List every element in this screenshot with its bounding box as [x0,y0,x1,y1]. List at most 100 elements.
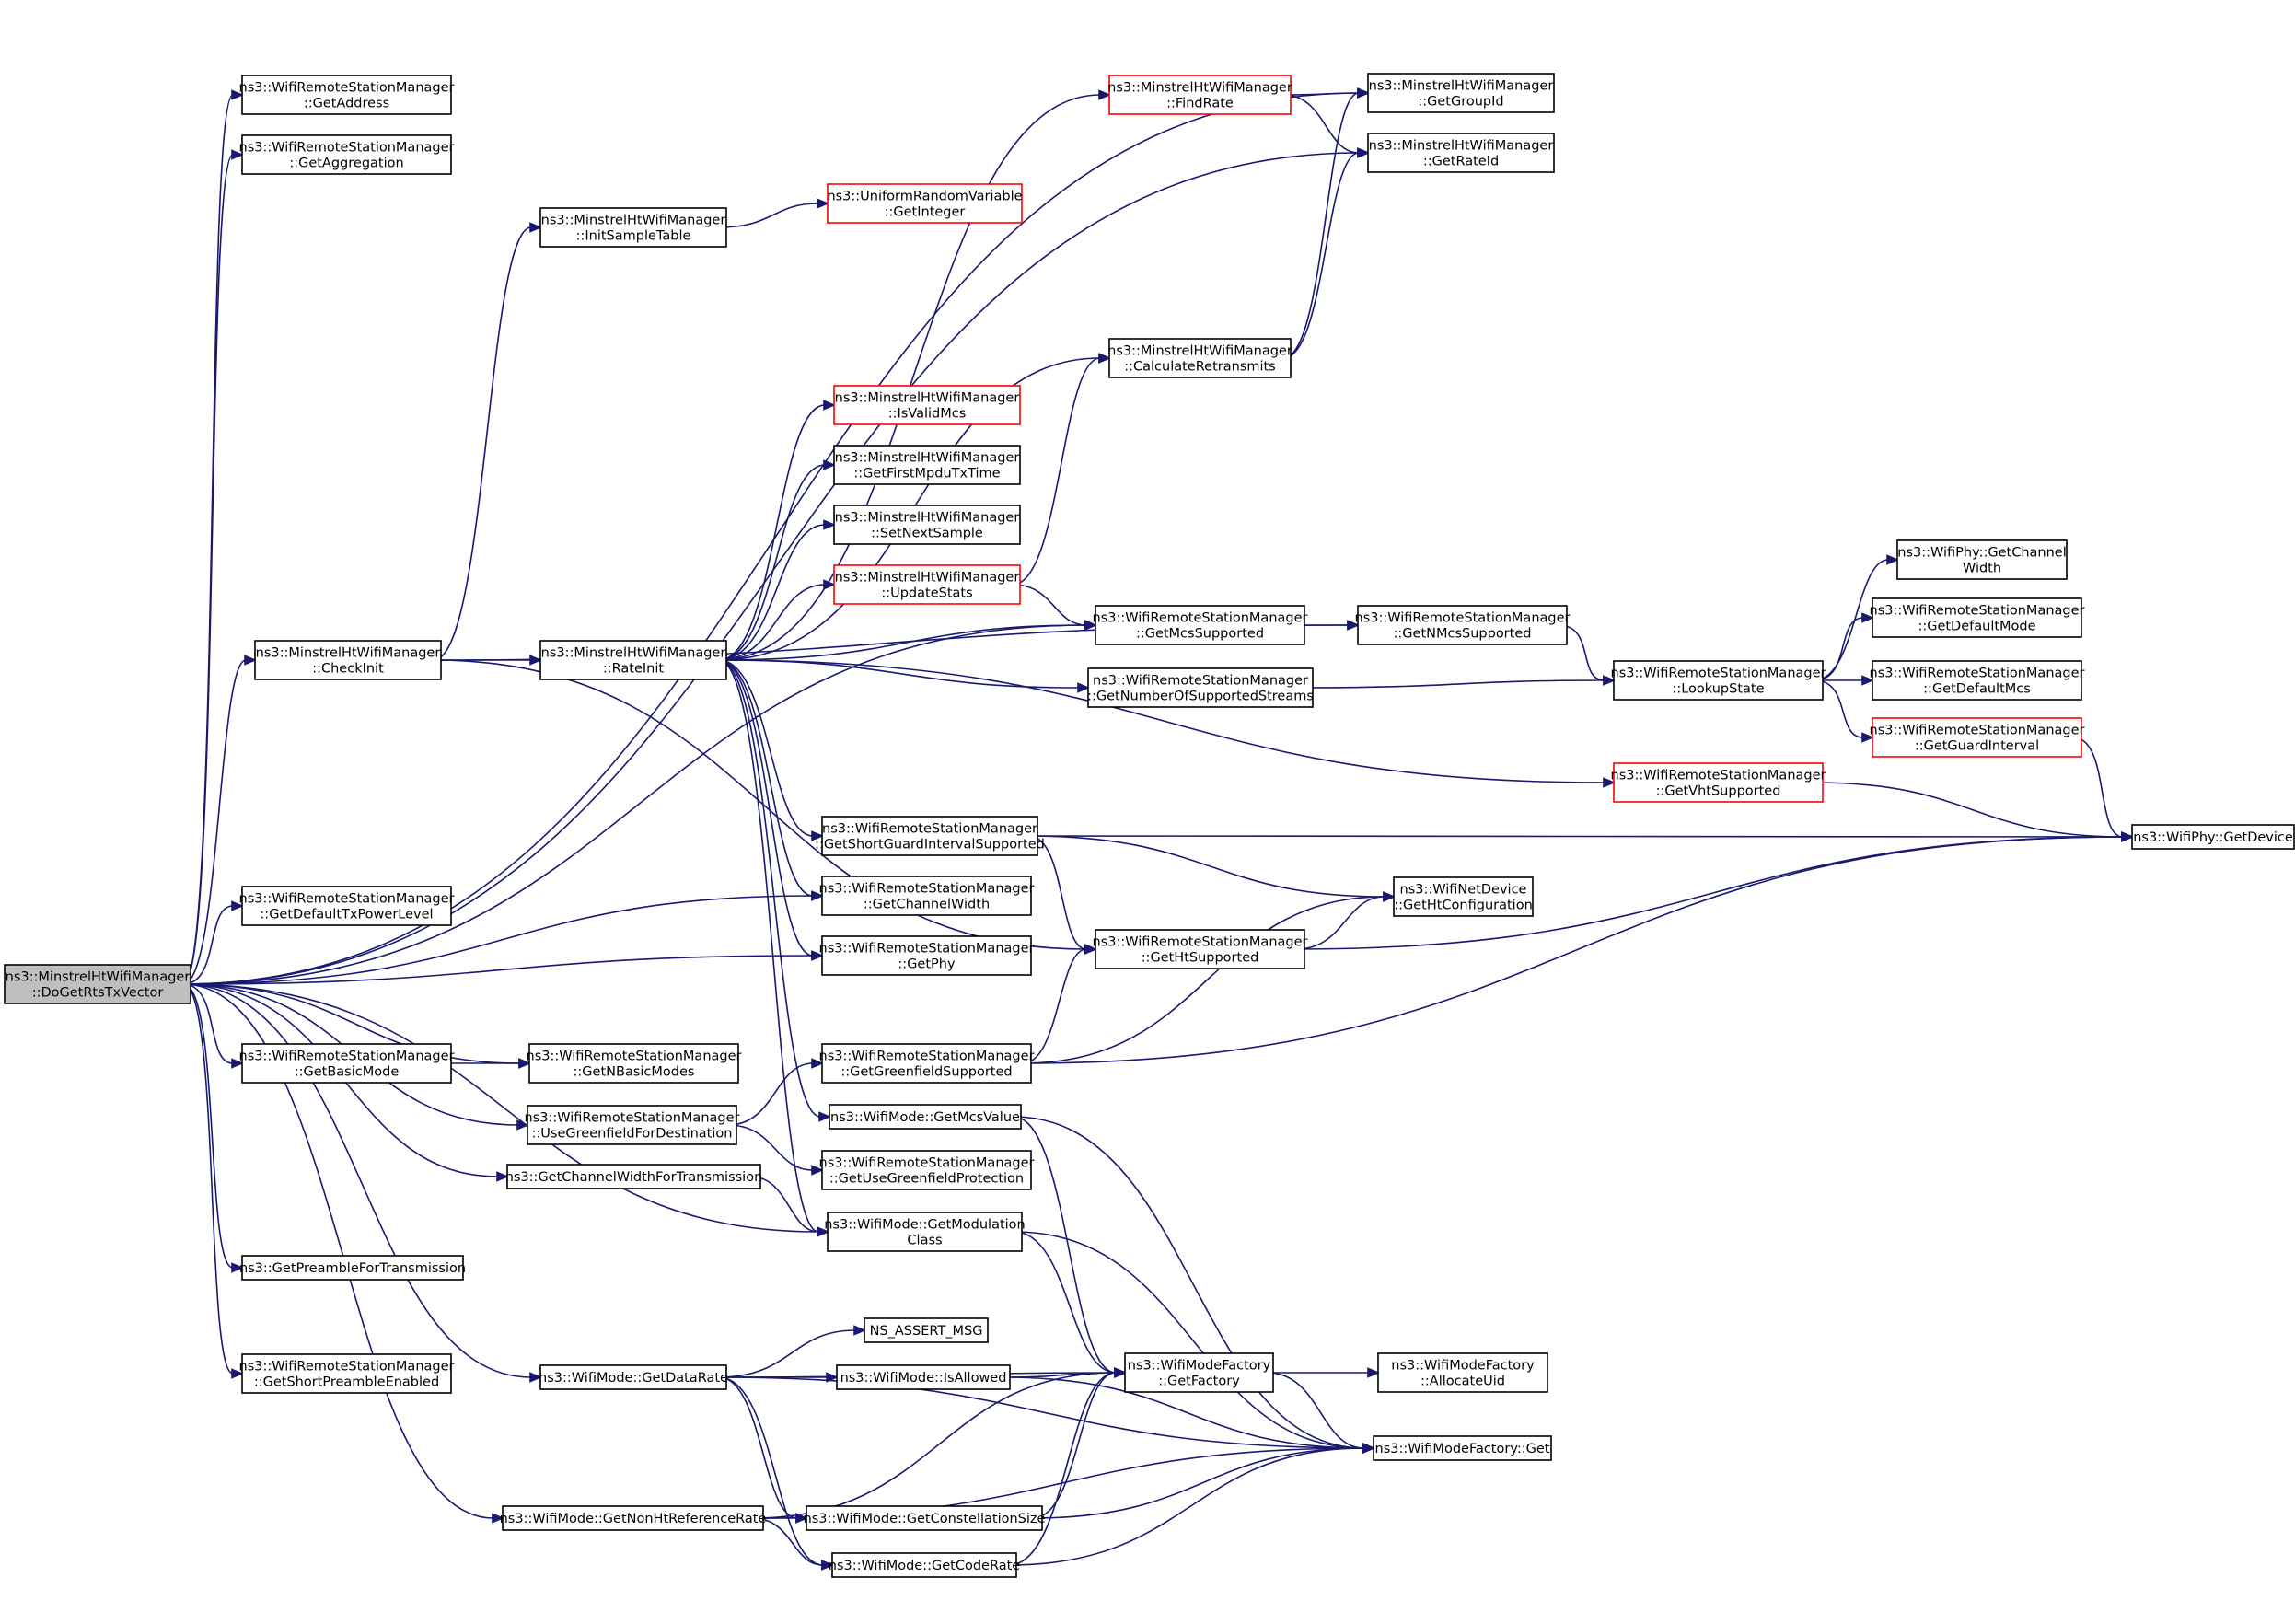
node-box [821,1043,1032,1084]
node-label: ns3::WifiRemoteStationManager [239,81,455,96]
call-edge-initsampletable-to-getinteger [718,198,830,228]
node-allocateuid[interactable]: ns3::WifiModeFactory::AllocateUid [1377,1352,1548,1393]
node-getbasicmode[interactable]: ns3::WifiRemoteStationManager::GetBasicM… [239,1043,455,1084]
node-box [1108,75,1292,115]
node-getchannelwidth[interactable]: ns3::WifiRemoteStationManager::GetChanne… [819,876,1035,916]
node-label: ns3::GetPreambleForTransmission [239,1261,466,1276]
node-getcoderate[interactable]: ns3::WifiMode::GetCodeRate [829,1552,1020,1578]
node-updatestats[interactable]: ns3::MinstrelHtWifiManager::UpdateStats [833,564,1021,605]
call-edge-getchwidthfortx-to-getmodclass [749,1176,830,1237]
node-label: ::GetAddress [304,97,389,111]
call-edge-usegreenfield-to-getgreenfieldsupp [727,1058,825,1126]
node-lookupstate[interactable]: ns3::WifiRemoteStationManager::LookupSta… [1611,660,1826,701]
node-phygetdevice[interactable]: ns3::WifiPhy::GetDevice [2131,824,2295,850]
node-label: ns3::MinstrelHtWifiManager [1107,81,1292,96]
node-label: Class [907,1234,942,1248]
node-getfirstmpdu[interactable]: ns3::MinstrelHtWifiManager::GetFirstMpdu… [833,445,1021,485]
node-checkinit[interactable]: ns3::MinstrelHtWifiManager::CheckInit [254,640,442,680]
node-label: ns3::WifiRemoteStationManager [239,141,455,156]
node-getmcsvalue[interactable]: ns3::WifiMode::GetMcsValue [829,1104,1022,1130]
node-label: ::GetMcsSupported [1136,627,1264,642]
node-label: ::GetHtSupported [1142,951,1259,966]
node-box [241,1255,464,1281]
node-label: ns3::WifiModeFactory [1128,1359,1271,1374]
node-getaggregation[interactable]: ns3::WifiRemoteStationManager::GetAggreg… [239,134,455,175]
node-label: ns3::WifiRemoteStationManager [1870,724,2085,738]
node-getnmcssupported[interactable]: ns3::WifiRemoteStationManager::GetNMcsSu… [1355,605,1571,645]
node-findrate[interactable]: ns3::MinstrelHtWifiManager::FindRate [1107,75,1292,115]
node-nsassert[interactable]: NS_ASSERT_MSG [864,1317,989,1343]
node-getaddress[interactable]: ns3::WifiRemoteStationManager::GetAddres… [239,75,455,115]
node-getfactory[interactable]: ns3::WifiModeFactory::GetFactory [1124,1352,1274,1393]
node-label: Width [1963,562,2001,576]
node-usegreenfield[interactable]: ns3::WifiRemoteStationManager::UseGreenf… [525,1105,740,1145]
node-label: ns3::WifiRemoteStationManager [822,822,1037,837]
node-label: ns3::WifiModeFactory::Get [1375,1442,1550,1456]
node-label: ::GetShortPreambleEnabled [254,1375,439,1390]
node-label: ::GetDefaultTxPowerLevel [260,908,433,922]
nodes-layer: ns3::MinstrelHtWifiManager::DoGetRtsTxVe… [4,73,2295,1578]
node-phygetchwidth[interactable]: ns3::WifiPhy::GetChannelWidth [1896,539,2068,580]
call-edge-getsgisupported-to-gethtsupported [1028,835,1098,955]
node-getmcssupported[interactable]: ns3::WifiRemoteStationManager::GetMcsSup… [1093,605,1308,645]
node-getnumstreams[interactable]: ns3::WifiRemoteStationManager::GetNumber… [1087,667,1314,708]
call-edge-rateinit-to-findrate [718,89,1112,661]
node-box [821,876,1032,916]
node-getpreamble[interactable]: ns3::GetPreambleForTransmission [239,1255,466,1281]
node-calcretrans[interactable]: ns3::MinstrelHtWifiManager::CalculateRet… [1107,338,1292,378]
node-box [241,886,452,926]
node-box [506,1164,761,1189]
node-label: ns3::WifiRemoteStationManager [819,942,1035,957]
node-label: ns3::MinstrelHtWifiManager [256,646,441,661]
node-getgroupid[interactable]: ns3::MinstrelHtWifiManager::GetGroupId [1367,73,1555,113]
node-getvhtsupported[interactable]: ns3::WifiRemoteStationManager::GetVhtSup… [1611,762,1826,803]
call-edge-getnonht-to-getcoderate [752,1517,835,1571]
node-gettxpower[interactable]: ns3::WifiRemoteStationManager::GetDefaul… [239,886,455,926]
node-getdefaultmode[interactable]: ns3::WifiRemoteStationManager::GetDefaul… [1870,597,2085,638]
node-label: ::IsValidMcs [888,407,967,422]
node-label: ns3::MinstrelHtWifiManager [541,214,726,228]
node-getconstsize[interactable]: ns3::WifiMode::GetConstellationSize [804,1505,1046,1531]
node-setnextsample[interactable]: ns3::MinstrelHtWifiManager::SetNextSampl… [833,505,1021,545]
node-box [1872,660,2082,701]
call-edge-root-to-getpreamble [182,983,245,1273]
node-getdatarate[interactable]: ns3::WifiMode::GetDataRate [539,1364,728,1390]
node-box [829,1104,1022,1130]
call-edge-root-to-checkinit [182,655,258,985]
node-getnonht[interactable]: ns3::WifiMode::GetNonHtReferenceRate [500,1505,767,1531]
node-getnbasicmodes[interactable]: ns3::WifiRemoteStationManager::GetNBasic… [527,1043,742,1084]
node-getphy[interactable]: ns3::WifiRemoteStationManager::GetPhy [819,935,1035,976]
node-label: ns3::MinstrelHtWifiManager [835,451,1020,466]
node-getchwidthfortx[interactable]: ns3::GetChannelWidthForTransmission [505,1164,763,1189]
node-isvalidmcs[interactable]: ns3::MinstrelHtWifiManager::IsValidMcs [833,385,1021,425]
node-getsgisupported[interactable]: ns3::WifiRemoteStationManager::GetShortG… [815,816,1045,856]
node-box [241,75,452,115]
node-getinteger[interactable]: ns3::UniformRandomVariable::GetInteger [827,183,1023,224]
node-gethtsupported[interactable]: ns3::WifiRemoteStationManager::GetHtSupp… [1093,929,1308,969]
node-box [528,1043,739,1084]
node-getshortpreamble[interactable]: ns3::WifiRemoteStationManager::GetShortP… [239,1353,455,1394]
node-label: ns3::WifiRemoteStationManager [1093,935,1308,950]
node-getgreenfieldsupp[interactable]: ns3::WifiRemoteStationManager::GetGreenf… [819,1043,1035,1084]
node-rateinit[interactable]: ns3::MinstrelHtWifiManager::RateInit [539,640,727,680]
node-getdefaultmcs[interactable]: ns3::WifiRemoteStationManager::GetDefaul… [1870,660,2085,701]
node-initsampletable[interactable]: ns3::MinstrelHtWifiManager::InitSampleTa… [539,207,727,248]
node-getrateid[interactable]: ns3::MinstrelHtWifiManager::GetRateId [1367,133,1555,173]
node-box [1124,1352,1274,1393]
node-box [833,445,1021,485]
call-edge-root-to-getdatarate [182,983,543,1383]
node-wmfget[interactable]: ns3::WifiModeFactory::Get [1373,1435,1552,1461]
node-getguardinterval[interactable]: ns3::WifiRemoteStationManager::GetGuardI… [1870,717,2085,758]
node-label: ::GetVhtSupported [1656,784,1781,799]
node-root[interactable]: ns3::MinstrelHtWifiManager::DoGetRtsTxVe… [4,964,191,1004]
node-gethtconfig[interactable]: ns3::WifiNetDevice::GetHtConfiguration [1393,876,1534,917]
node-isallowed[interactable]: ns3::WifiMode::IsAllowed [836,1364,1011,1390]
call-edge-root-to-getnonht [182,983,505,1524]
node-label: ns3::WifiRemoteStationManager [527,1050,742,1064]
node-getusegfprot[interactable]: ns3::WifiRemoteStationManager::GetUseGre… [819,1150,1035,1190]
node-box [2131,824,2295,850]
node-label: ::UseGreenfieldForDestination [532,1127,733,1142]
node-label: ns3::MinstrelHtWifiManager [835,571,1020,586]
